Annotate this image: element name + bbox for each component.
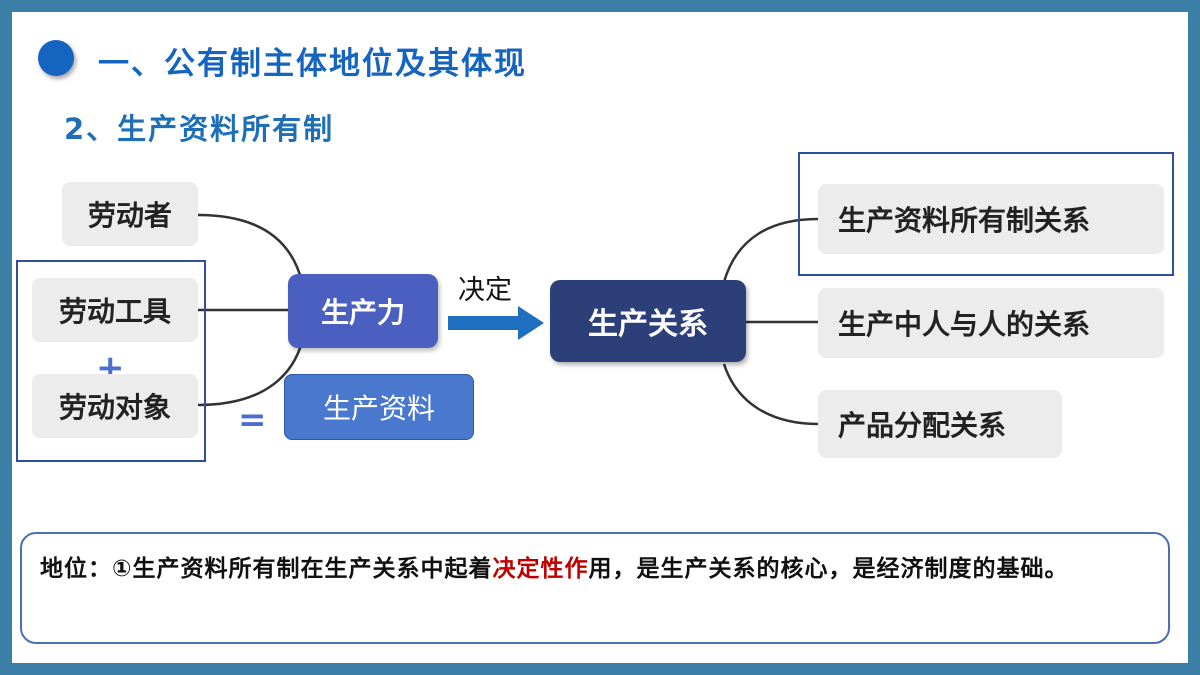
note-suffix: 用，是生产关系的核心，是经济制度的基础。 bbox=[588, 556, 1069, 582]
laborer-box: 劳动者 bbox=[62, 182, 198, 246]
interpersonal-relation-box: 生产中人与人的关系 bbox=[818, 288, 1164, 358]
bullet-dot-icon bbox=[38, 40, 74, 76]
page-title: 一、公有制主体地位及其体现 bbox=[98, 46, 527, 82]
section-subtitle: 2、生产资料所有制 bbox=[64, 112, 335, 146]
right-arrow-icon bbox=[448, 306, 544, 340]
ownership-relation-box: 生产资料所有制关系 bbox=[818, 184, 1164, 254]
decides-label: 决定 bbox=[458, 275, 512, 306]
left-group-frame bbox=[16, 260, 206, 462]
relations-of-production-box: 生产关系 bbox=[550, 280, 746, 362]
note-prefix: 地位：①生产资料所有制在生产关系中起着 bbox=[40, 556, 493, 582]
objects-box: 劳动对象 bbox=[32, 374, 198, 438]
connector-lines bbox=[197, 213, 819, 426]
tools-box: 劳动工具 bbox=[32, 278, 198, 342]
note-highlight: 决定性作 bbox=[492, 556, 589, 582]
status-note: 地位：①生产资料所有制在生产关系中起着决定性作用，是生产关系的核心，是经济制度的… bbox=[20, 532, 1170, 644]
ownership-highlight-frame bbox=[798, 152, 1174, 276]
equals-sign: = bbox=[238, 400, 267, 440]
means-of-production-box: 生产资料 bbox=[284, 374, 474, 440]
productive-forces-box: 生产力 bbox=[288, 274, 438, 348]
distribution-relation-box: 产品分配关系 bbox=[818, 390, 1062, 458]
slide: 一、公有制主体地位及其体现 2、生产资料所有制 劳动者 劳动工具 + 劳动对象 … bbox=[12, 12, 1188, 663]
